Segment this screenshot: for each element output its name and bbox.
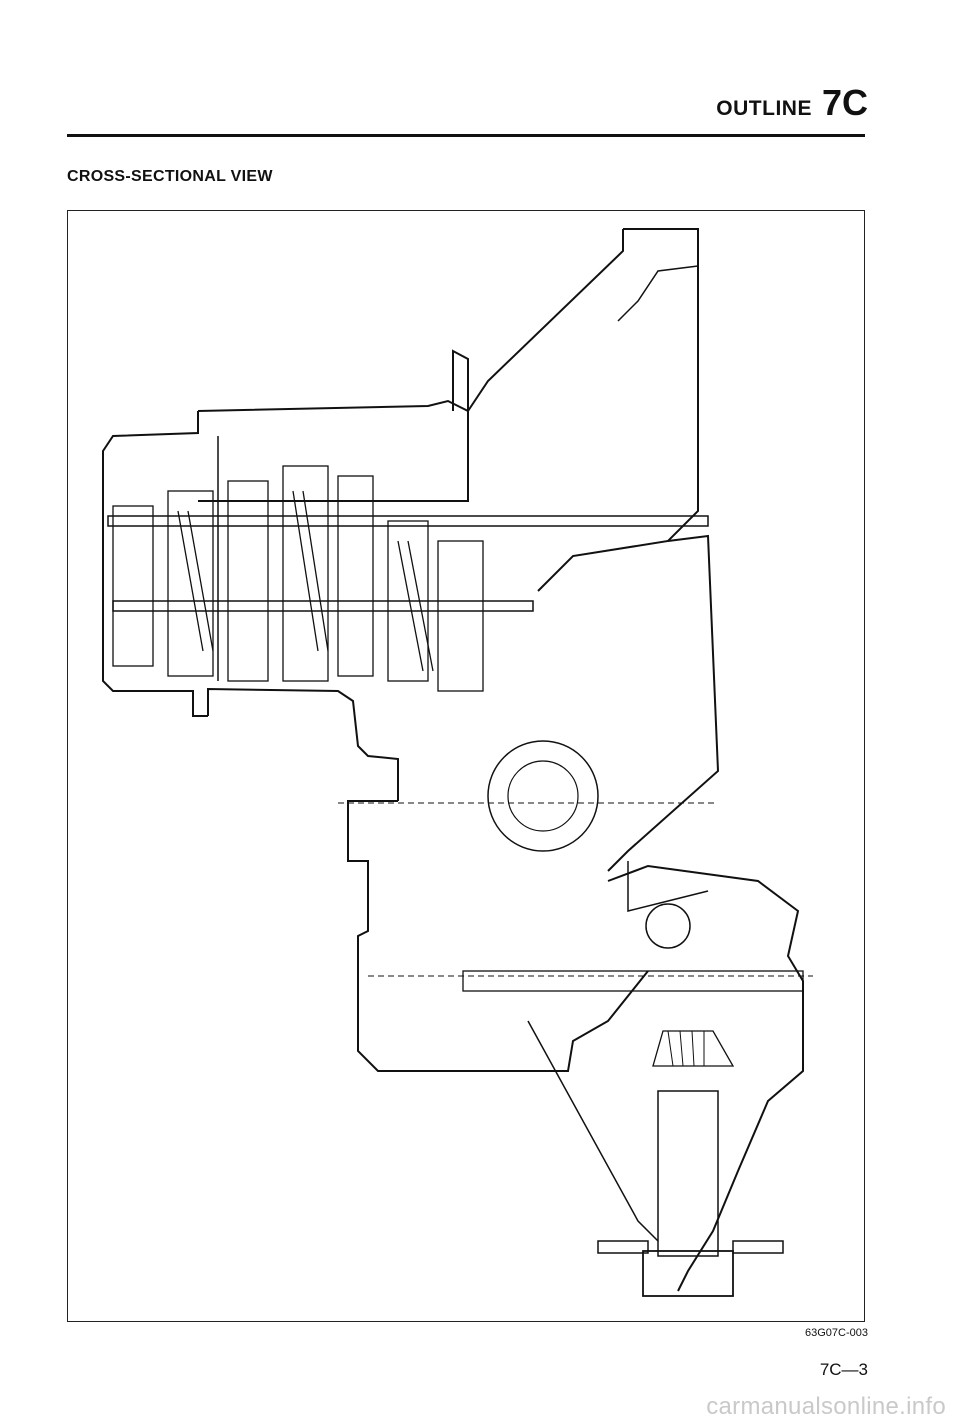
- bevel-gear: [652, 1030, 735, 1067]
- counter-shaft: [112, 600, 534, 612]
- watermark: carmanualsonline.info: [706, 1393, 946, 1420]
- header-word: OUTLINE: [716, 97, 812, 120]
- section-title: CROSS-SECTIONAL VIEW: [67, 168, 273, 185]
- page-number: 7C—3: [819, 1360, 868, 1379]
- output-shaft: [657, 1090, 719, 1257]
- main-shaft: [107, 515, 709, 527]
- output-flange: [642, 1250, 734, 1297]
- differential-housing: [607, 534, 720, 872]
- page-header: OUTLINE 7C: [716, 82, 868, 124]
- transfer-case: [607, 864, 804, 1292]
- header-section-code: 7C: [821, 82, 868, 123]
- differential-gear: [487, 740, 599, 852]
- bell-housing: [537, 228, 699, 592]
- transmission-case: [197, 399, 469, 502]
- cross-section-figure: [67, 210, 865, 1322]
- gear-stacks: [112, 465, 484, 692]
- transmission-cross-section-drawing: [102, 228, 813, 1297]
- figure-code: 63G07C-003: [805, 1327, 868, 1339]
- header-rule: [67, 134, 865, 137]
